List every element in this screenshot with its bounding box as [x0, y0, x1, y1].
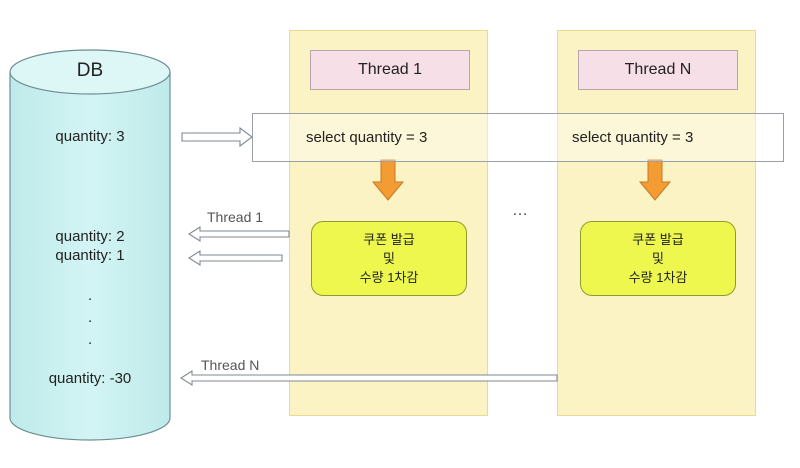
thread-n-action-line-3: 수량 1차감 [628, 270, 688, 285]
db-value-after-1: quantity: 2 [55, 228, 125, 245]
db-dot-3: . [88, 331, 93, 348]
thread-1-action-box: 쿠폰 발급 및 수량 1차감 [311, 221, 467, 296]
thread-n-action-box: 쿠폰 발급 및 수량 1차감 [580, 221, 736, 296]
thread-1-write-arrow-top [187, 225, 290, 243]
db-value-initial: quantity: 3 [55, 128, 125, 145]
db-dot-1: . [88, 287, 93, 304]
db-cylinder [9, 49, 171, 441]
thread-1-header: Thread 1 [310, 50, 470, 90]
db-value-final: quantity: -30 [48, 370, 132, 387]
read-arrow [181, 126, 253, 148]
thread-1-down-arrow [371, 159, 405, 201]
thread-1-action-line-2: 및 [383, 251, 395, 266]
select-bar [252, 113, 784, 162]
db-value-after-2: quantity: 1 [55, 247, 125, 264]
db-title: DB [76, 60, 104, 81]
thread-n-action-line-1: 쿠폰 발급 [632, 232, 684, 247]
thread-n-arrow-label: Thread N [201, 357, 260, 373]
thread-1-action-line-3: 수량 1차감 [359, 270, 419, 285]
db-dot-2: . [88, 309, 93, 326]
thread-n-header: Thread N [578, 50, 738, 90]
thread-1-arrow-label: Thread 1 [207, 209, 264, 225]
thread-1-write-arrow-bottom [187, 249, 283, 267]
thread-1-action-line-1: 쿠폰 발급 [363, 232, 415, 247]
thread-n-write-arrow [179, 369, 558, 387]
thread-n-select-text: select quantity = 3 [572, 129, 694, 146]
threads-ellipsis: … [512, 202, 530, 219]
thread-n-action-line-2: 및 [652, 251, 664, 266]
thread-n-down-arrow [638, 159, 672, 201]
thread-1-select-text: select quantity = 3 [306, 129, 428, 146]
